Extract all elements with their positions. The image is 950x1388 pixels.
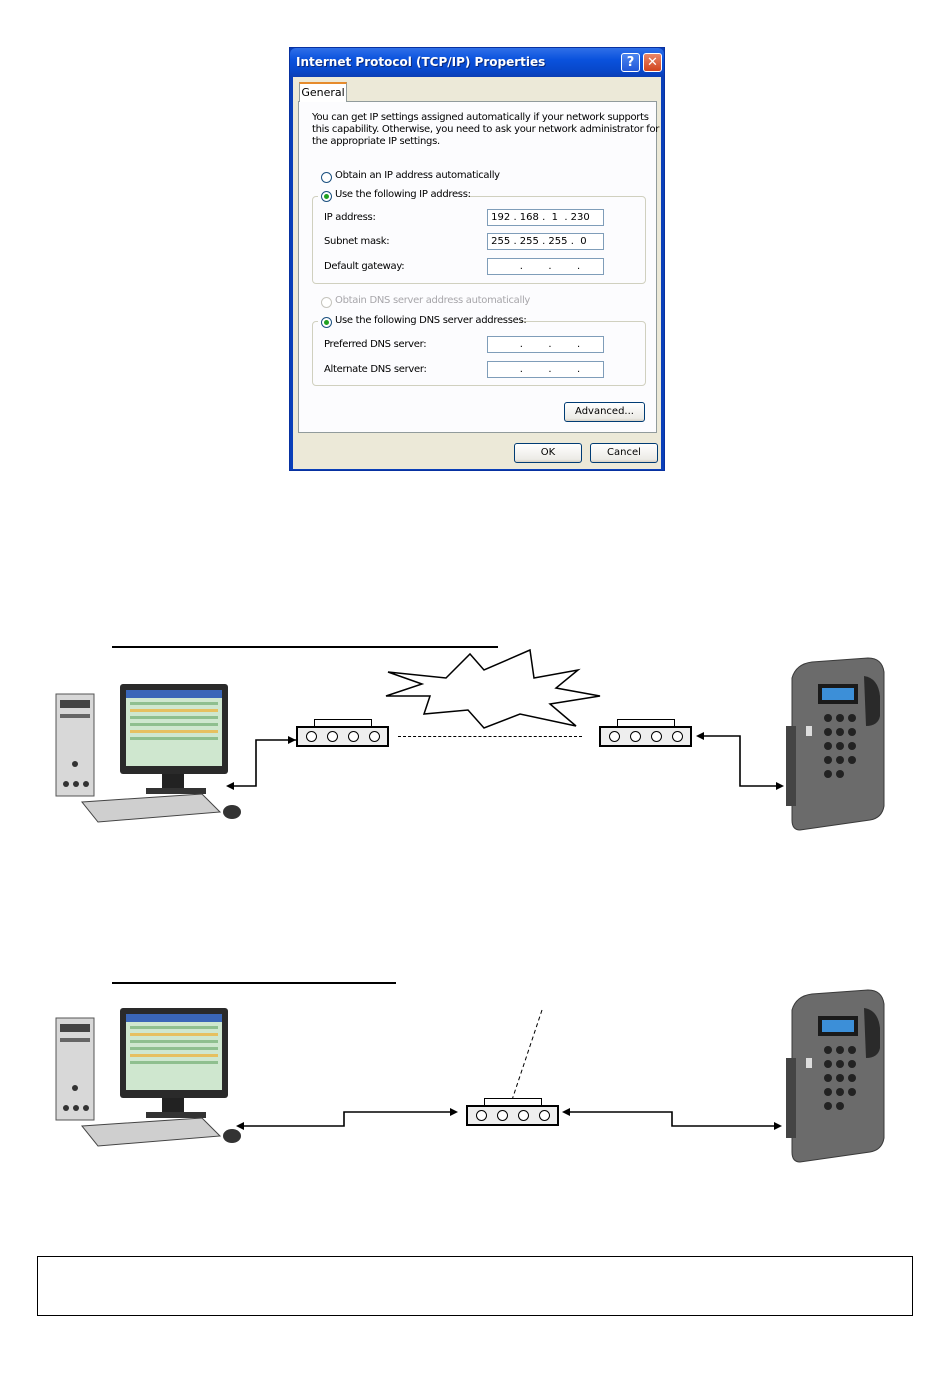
section-heading-rule-bottom bbox=[112, 982, 396, 984]
connection-arrow-right bbox=[696, 732, 784, 790]
subnet-mask-field[interactable]: 255 . 255 . 255 . 0 bbox=[487, 233, 604, 250]
subnet-mask-label: Subnet mask: bbox=[324, 236, 390, 247]
cancel-button[interactable]: Cancel bbox=[590, 443, 658, 463]
computer-icon bbox=[55, 684, 241, 823]
intro-text-line-3: the appropriate IP settings. bbox=[312, 136, 440, 147]
note-box bbox=[37, 1256, 913, 1316]
tcpip-properties-dialog: Internet Protocol (TCP/IP) Properties ? … bbox=[289, 47, 665, 471]
use-following-ip-radio[interactable] bbox=[321, 191, 332, 202]
title-bar[interactable]: Internet Protocol (TCP/IP) Properties ? … bbox=[290, 48, 664, 77]
fingerprint-terminal-icon bbox=[786, 989, 885, 1163]
section-heading-rule-top bbox=[112, 646, 498, 648]
computer-icon bbox=[55, 1008, 241, 1147]
general-tab-panel: You can get IP settings assigned automat… bbox=[298, 101, 660, 433]
close-icon: ✕ bbox=[647, 55, 658, 70]
ok-button[interactable]: OK bbox=[514, 443, 582, 463]
obtain-ip-auto-label[interactable]: Obtain an IP address automatically bbox=[335, 170, 500, 181]
tab-general[interactable]: General bbox=[299, 82, 347, 102]
use-following-dns-label[interactable]: Use the following DNS server addresses: bbox=[335, 315, 527, 326]
ip-address-field[interactable]: 192 . 168 . 1 . 230 bbox=[487, 209, 604, 226]
intro-text-line-2: this capability. Otherwise, you need to … bbox=[312, 124, 660, 135]
cloud-burst-icon bbox=[385, 648, 601, 729]
default-gateway-field[interactable]: . . . bbox=[487, 258, 604, 275]
advanced-button[interactable]: Advanced... bbox=[564, 402, 645, 422]
alternate-dns-field[interactable]: . . . bbox=[487, 361, 604, 378]
obtain-ip-auto-radio[interactable] bbox=[321, 172, 332, 183]
ip-address-group bbox=[312, 196, 646, 284]
connection-arrow-left bbox=[236, 1108, 458, 1130]
close-button[interactable]: ✕ bbox=[643, 53, 662, 72]
obtain-dns-auto-label: Obtain DNS server address automatically bbox=[335, 295, 531, 306]
dialog-client-area: General You can get IP settings assigned… bbox=[293, 77, 661, 469]
network-link-dashed bbox=[398, 736, 582, 737]
connection-arrow-right bbox=[562, 1108, 782, 1130]
ip-address-label: IP address: bbox=[324, 212, 376, 223]
use-following-ip-label[interactable]: Use the following IP address: bbox=[335, 189, 471, 200]
uplink-dashed bbox=[509, 1009, 543, 1107]
preferred-dns-field[interactable]: . . . bbox=[487, 336, 604, 353]
preferred-dns-label: Preferred DNS server: bbox=[324, 339, 427, 350]
network-hub-icon bbox=[466, 1098, 559, 1128]
default-gateway-label: Default gateway: bbox=[324, 261, 405, 272]
intro-text-line-1: You can get IP settings assigned automat… bbox=[312, 112, 649, 123]
help-button[interactable]: ? bbox=[621, 53, 640, 72]
dialog-title: Internet Protocol (TCP/IP) Properties bbox=[296, 55, 546, 69]
connection-arrow-left bbox=[226, 736, 296, 790]
network-hub-icon bbox=[296, 719, 389, 749]
help-icon: ? bbox=[626, 55, 635, 70]
network-hub-icon bbox=[599, 719, 692, 749]
fingerprint-terminal-icon bbox=[786, 657, 885, 831]
alternate-dns-label: Alternate DNS server: bbox=[324, 364, 427, 375]
obtain-dns-auto-radio bbox=[321, 297, 332, 308]
use-following-dns-radio[interactable] bbox=[321, 317, 332, 328]
